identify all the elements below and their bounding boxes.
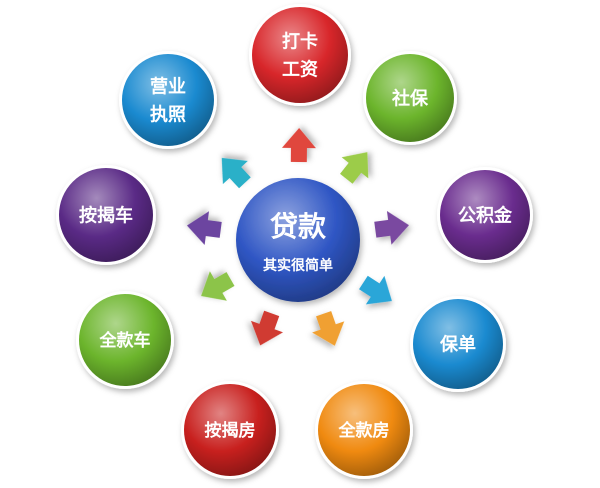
arrow-yingye-zhizhao <box>221 157 251 189</box>
node-circle <box>59 168 153 262</box>
node-baodan: 保单 <box>410 296 506 392</box>
node-circle <box>252 7 348 103</box>
arrow-quankuanfang <box>312 311 345 346</box>
node-anjieche: 按揭车 <box>56 165 156 265</box>
node-label: 社保 <box>392 88 429 110</box>
arrow-quankuanche <box>201 271 235 301</box>
arrow-layer <box>186 128 410 346</box>
node-label: 执照 <box>150 104 186 126</box>
arrow-daka-gongzi <box>281 128 316 163</box>
node-label: 全款车 <box>99 330 151 351</box>
arrow-baodan <box>359 275 392 305</box>
node-label: 打卡 <box>282 31 318 53</box>
arrow-gongjijin <box>374 210 410 245</box>
node-quankuanfang: 全款房 <box>315 381 413 479</box>
node-label: 工资 <box>282 59 318 81</box>
node-circle <box>413 299 503 389</box>
arrow-anjiefang <box>250 310 283 346</box>
center-node: 贷款 其实很简单 <box>236 178 360 302</box>
center-title: 贷款 <box>270 210 327 243</box>
arrow-anjieche <box>186 211 222 245</box>
node-circle <box>440 170 530 260</box>
node-circle <box>366 54 454 142</box>
node-label: 保单 <box>439 334 476 356</box>
node-quankuanche: 全款车 <box>76 291 174 389</box>
node-label: 按揭房 <box>205 420 256 441</box>
node-circle <box>122 54 214 146</box>
node-label: 公积金 <box>458 205 513 227</box>
node-label: 按揭车 <box>79 205 133 227</box>
center-circle <box>236 178 360 302</box>
node-anjiefang: 按揭房 <box>181 381 279 479</box>
node-circle <box>184 384 276 476</box>
node-label: 全款房 <box>338 420 390 441</box>
node-gongjijin: 公积金 <box>437 167 533 263</box>
node-label: 营业 <box>150 76 186 98</box>
center-subtitle: 其实很简单 <box>263 257 333 274</box>
arrow-shebao <box>340 152 369 184</box>
node-shebao: 社保 <box>363 51 457 145</box>
node-circle <box>79 294 171 386</box>
node-circle <box>318 384 410 476</box>
